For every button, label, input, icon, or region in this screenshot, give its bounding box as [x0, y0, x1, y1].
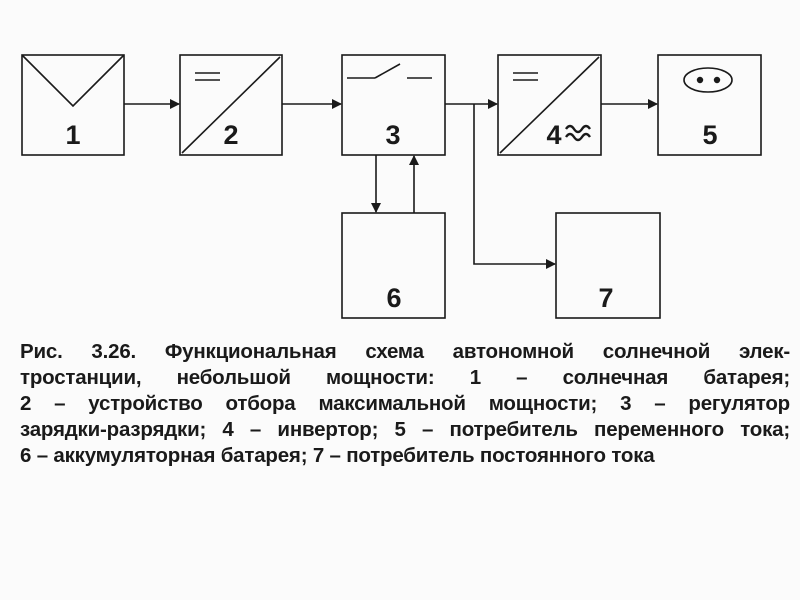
- block-4-inverter: [497, 54, 602, 156]
- block-3-charge-controller: [341, 54, 446, 156]
- block-2-mppt-device: [179, 54, 283, 156]
- arrow-3-to-7: [473, 104, 556, 269]
- caption-line-4: зарядки-разрядки; 4 – инвертор; 5 – потр…: [20, 418, 790, 441]
- socket-icon: [683, 67, 733, 93]
- caption-line-2: тростанции, небольшой мощности: 1 – солн…: [20, 366, 790, 389]
- block-6-accumulator-battery: [341, 212, 446, 319]
- dc-symbol-icon: [513, 72, 538, 81]
- block-4-number: 4: [546, 120, 561, 150]
- block-2-number: 2: [223, 120, 238, 150]
- block-1-solar-battery: [21, 54, 125, 156]
- block-1-number: 1: [65, 120, 80, 150]
- solar-panel-icon: [21, 54, 125, 108]
- ac-symbol-icon: [565, 124, 591, 142]
- caption-line-3: 2 – устройство отбора максимальной мощно…: [20, 392, 790, 415]
- block-7-number: 7: [598, 283, 613, 313]
- switch-icon: [347, 63, 432, 79]
- block-5-ac-consumer: [657, 54, 762, 156]
- caption-line-1: Рис. 3.26. Функциональная схема автономн…: [20, 340, 790, 363]
- converter-diagonal-icon: [499, 56, 600, 154]
- functional-diagram: 1 2 3 4 5 6 7: [21, 54, 762, 319]
- block-6-number: 6: [386, 283, 401, 313]
- dc-symbol-icon: [195, 72, 220, 81]
- converter-diagonal-icon: [181, 56, 281, 154]
- caption-line-5: 6 – аккумуляторная батарея; 7 – потребит…: [20, 444, 655, 467]
- block-5-number: 5: [702, 120, 717, 150]
- block-7-dc-consumer: [555, 212, 661, 319]
- block-3-number: 3: [385, 120, 400, 150]
- figure-caption: Рис. 3.26. Функциональная схема автономн…: [20, 339, 790, 469]
